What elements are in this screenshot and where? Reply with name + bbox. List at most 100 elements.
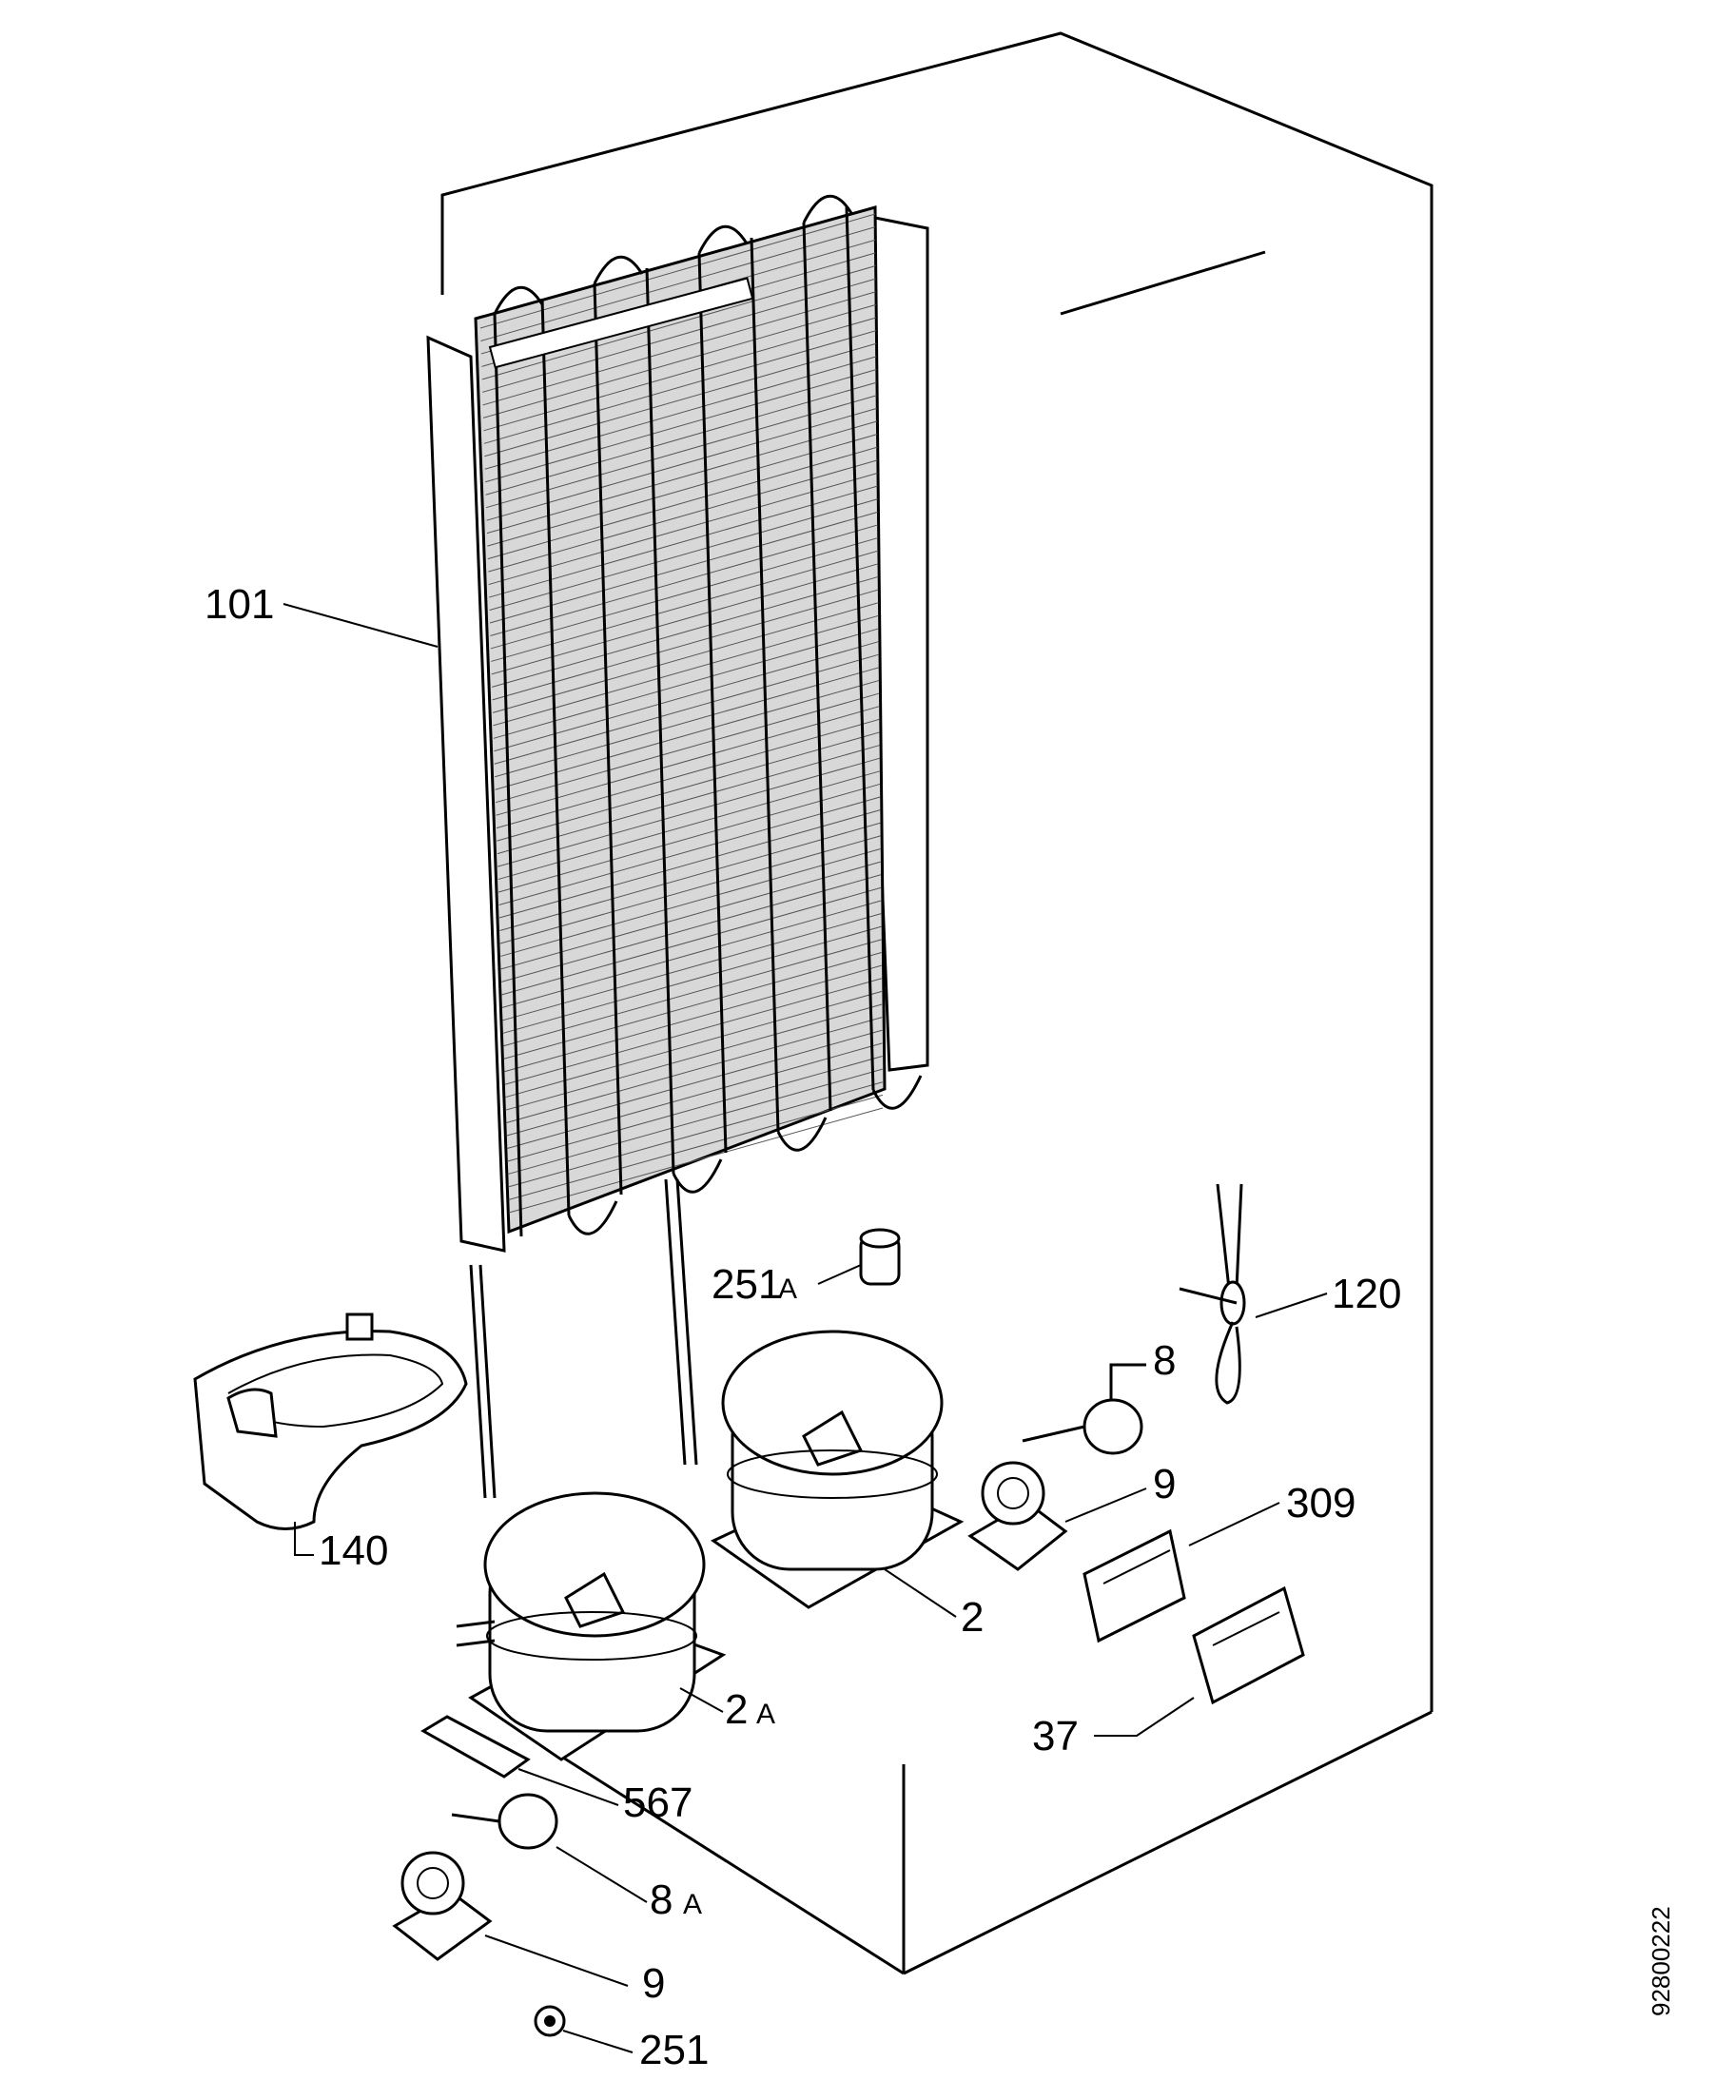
fin-line bbox=[503, 952, 882, 1060]
condenser-tube-bend bbox=[802, 194, 853, 224]
condenser-tube-bend bbox=[697, 224, 749, 254]
leader-2 bbox=[884, 1568, 957, 1618]
leader-37 bbox=[1094, 1697, 1195, 1737]
fin-line bbox=[500, 861, 881, 970]
label-251: 251 bbox=[639, 2027, 709, 2073]
label-140: 140 bbox=[319, 1527, 388, 1574]
label-2a-suffix: A bbox=[756, 1699, 775, 1730]
clamp-9-bottom bbox=[392, 1851, 493, 1961]
grommet-251a bbox=[859, 1228, 901, 1286]
condenser-tube-bend bbox=[493, 285, 544, 315]
fin-line bbox=[479, 213, 876, 329]
fin-line bbox=[496, 706, 880, 816]
leader-140 bbox=[294, 1522, 314, 1556]
fin-line bbox=[486, 420, 877, 535]
fin-line bbox=[482, 278, 876, 393]
label-251a-number: 251 bbox=[712, 1261, 781, 1308]
fin-line bbox=[497, 770, 881, 881]
fin-line bbox=[502, 913, 882, 1021]
fin-line bbox=[504, 990, 883, 1099]
fin-line bbox=[505, 1003, 883, 1111]
compressor-2a bbox=[456, 1491, 727, 1761]
condenser-pipe-left bbox=[469, 1264, 487, 1499]
fin-line bbox=[483, 317, 877, 432]
label-9-top: 9 bbox=[1153, 1461, 1176, 1507]
fin-line bbox=[485, 368, 877, 483]
label-8: 8 bbox=[1153, 1337, 1176, 1384]
cabinet-outline bbox=[440, 31, 1434, 1975]
leader-309 bbox=[1188, 1502, 1280, 1546]
leader-251 bbox=[562, 2030, 634, 2053]
fin-line bbox=[495, 692, 880, 804]
leader-9-bottom bbox=[484, 1935, 629, 1987]
condenser-tubes bbox=[493, 194, 923, 1237]
board-37 bbox=[1192, 1585, 1305, 1705]
leader-120 bbox=[1255, 1293, 1328, 1318]
condenser-tube bbox=[845, 206, 875, 1091]
fin-line bbox=[497, 745, 880, 855]
fin-line bbox=[484, 342, 877, 457]
fin-line bbox=[503, 939, 882, 1047]
clamp-9-top bbox=[967, 1461, 1068, 1571]
fin-line bbox=[508, 1094, 884, 1201]
label-37: 37 bbox=[1032, 1713, 1079, 1760]
condenser-tube bbox=[697, 252, 728, 1154]
condenser-crossbar bbox=[488, 277, 754, 369]
fin-line bbox=[506, 1029, 883, 1137]
relay-8 bbox=[1022, 1363, 1146, 1455]
condenser-tube bbox=[493, 313, 523, 1237]
condenser-tube-bend bbox=[776, 1117, 828, 1152]
fin-line bbox=[480, 226, 876, 341]
leader-101 bbox=[283, 603, 439, 648]
part-labels: 101 251 A 120 8 9 309 140 2 2 A 37 567 8… bbox=[205, 581, 1401, 2073]
fin-line bbox=[507, 1081, 883, 1188]
fin-line bbox=[498, 809, 881, 919]
leader-8a bbox=[556, 1846, 648, 1903]
leader-2a bbox=[679, 1687, 724, 1713]
condenser-tube-bend bbox=[567, 1200, 618, 1235]
label-120: 120 bbox=[1332, 1271, 1401, 1317]
fin-line bbox=[507, 1056, 883, 1162]
fin-line bbox=[485, 395, 877, 509]
condenser-tube bbox=[645, 267, 675, 1175]
label-8a-number: 8 bbox=[650, 1876, 673, 1923]
fin-line bbox=[486, 407, 877, 521]
label-567: 567 bbox=[623, 1779, 692, 1826]
compressor-2 bbox=[711, 1330, 965, 1609]
fin-line bbox=[497, 783, 881, 893]
condenser-pipe-right bbox=[664, 1178, 687, 1466]
label-8a-suffix: A bbox=[683, 1889, 702, 1920]
board-309 bbox=[1083, 1528, 1186, 1643]
drip-tray-tab bbox=[345, 1312, 374, 1341]
fin-line bbox=[493, 614, 879, 727]
condenser-tube-bend bbox=[871, 1075, 923, 1110]
label-2: 2 bbox=[961, 1594, 984, 1641]
label-2a-number: 2 bbox=[725, 1686, 748, 1733]
fin-line bbox=[483, 330, 877, 444]
condenser-tube bbox=[593, 282, 623, 1196]
leader-lines bbox=[283, 603, 1328, 2053]
label-251a-suffix: A bbox=[778, 1274, 797, 1305]
label-9-bottom: 9 bbox=[642, 1960, 665, 2007]
fin-line bbox=[494, 641, 879, 752]
reference-number: 92800222 bbox=[1647, 1906, 1675, 2016]
fin-line bbox=[504, 978, 882, 1085]
fin-line bbox=[482, 291, 876, 406]
cabinet-top-edge bbox=[1060, 250, 1266, 316]
fin-line bbox=[501, 900, 882, 1008]
fin-line bbox=[492, 602, 879, 713]
grommet-251 bbox=[534, 2005, 566, 2037]
fin-line bbox=[499, 822, 881, 931]
condenser-tube-bend bbox=[593, 255, 644, 284]
condenser bbox=[426, 194, 929, 1499]
fin-line bbox=[507, 1068, 883, 1176]
fin-line bbox=[495, 667, 880, 778]
fin-line bbox=[502, 925, 882, 1034]
fin-line bbox=[481, 265, 876, 380]
mounting-plate-567 bbox=[420, 1715, 531, 1779]
fin-line bbox=[493, 628, 879, 739]
fin-line bbox=[482, 303, 876, 418]
fin-line bbox=[497, 757, 881, 867]
fin-line bbox=[484, 356, 877, 470]
